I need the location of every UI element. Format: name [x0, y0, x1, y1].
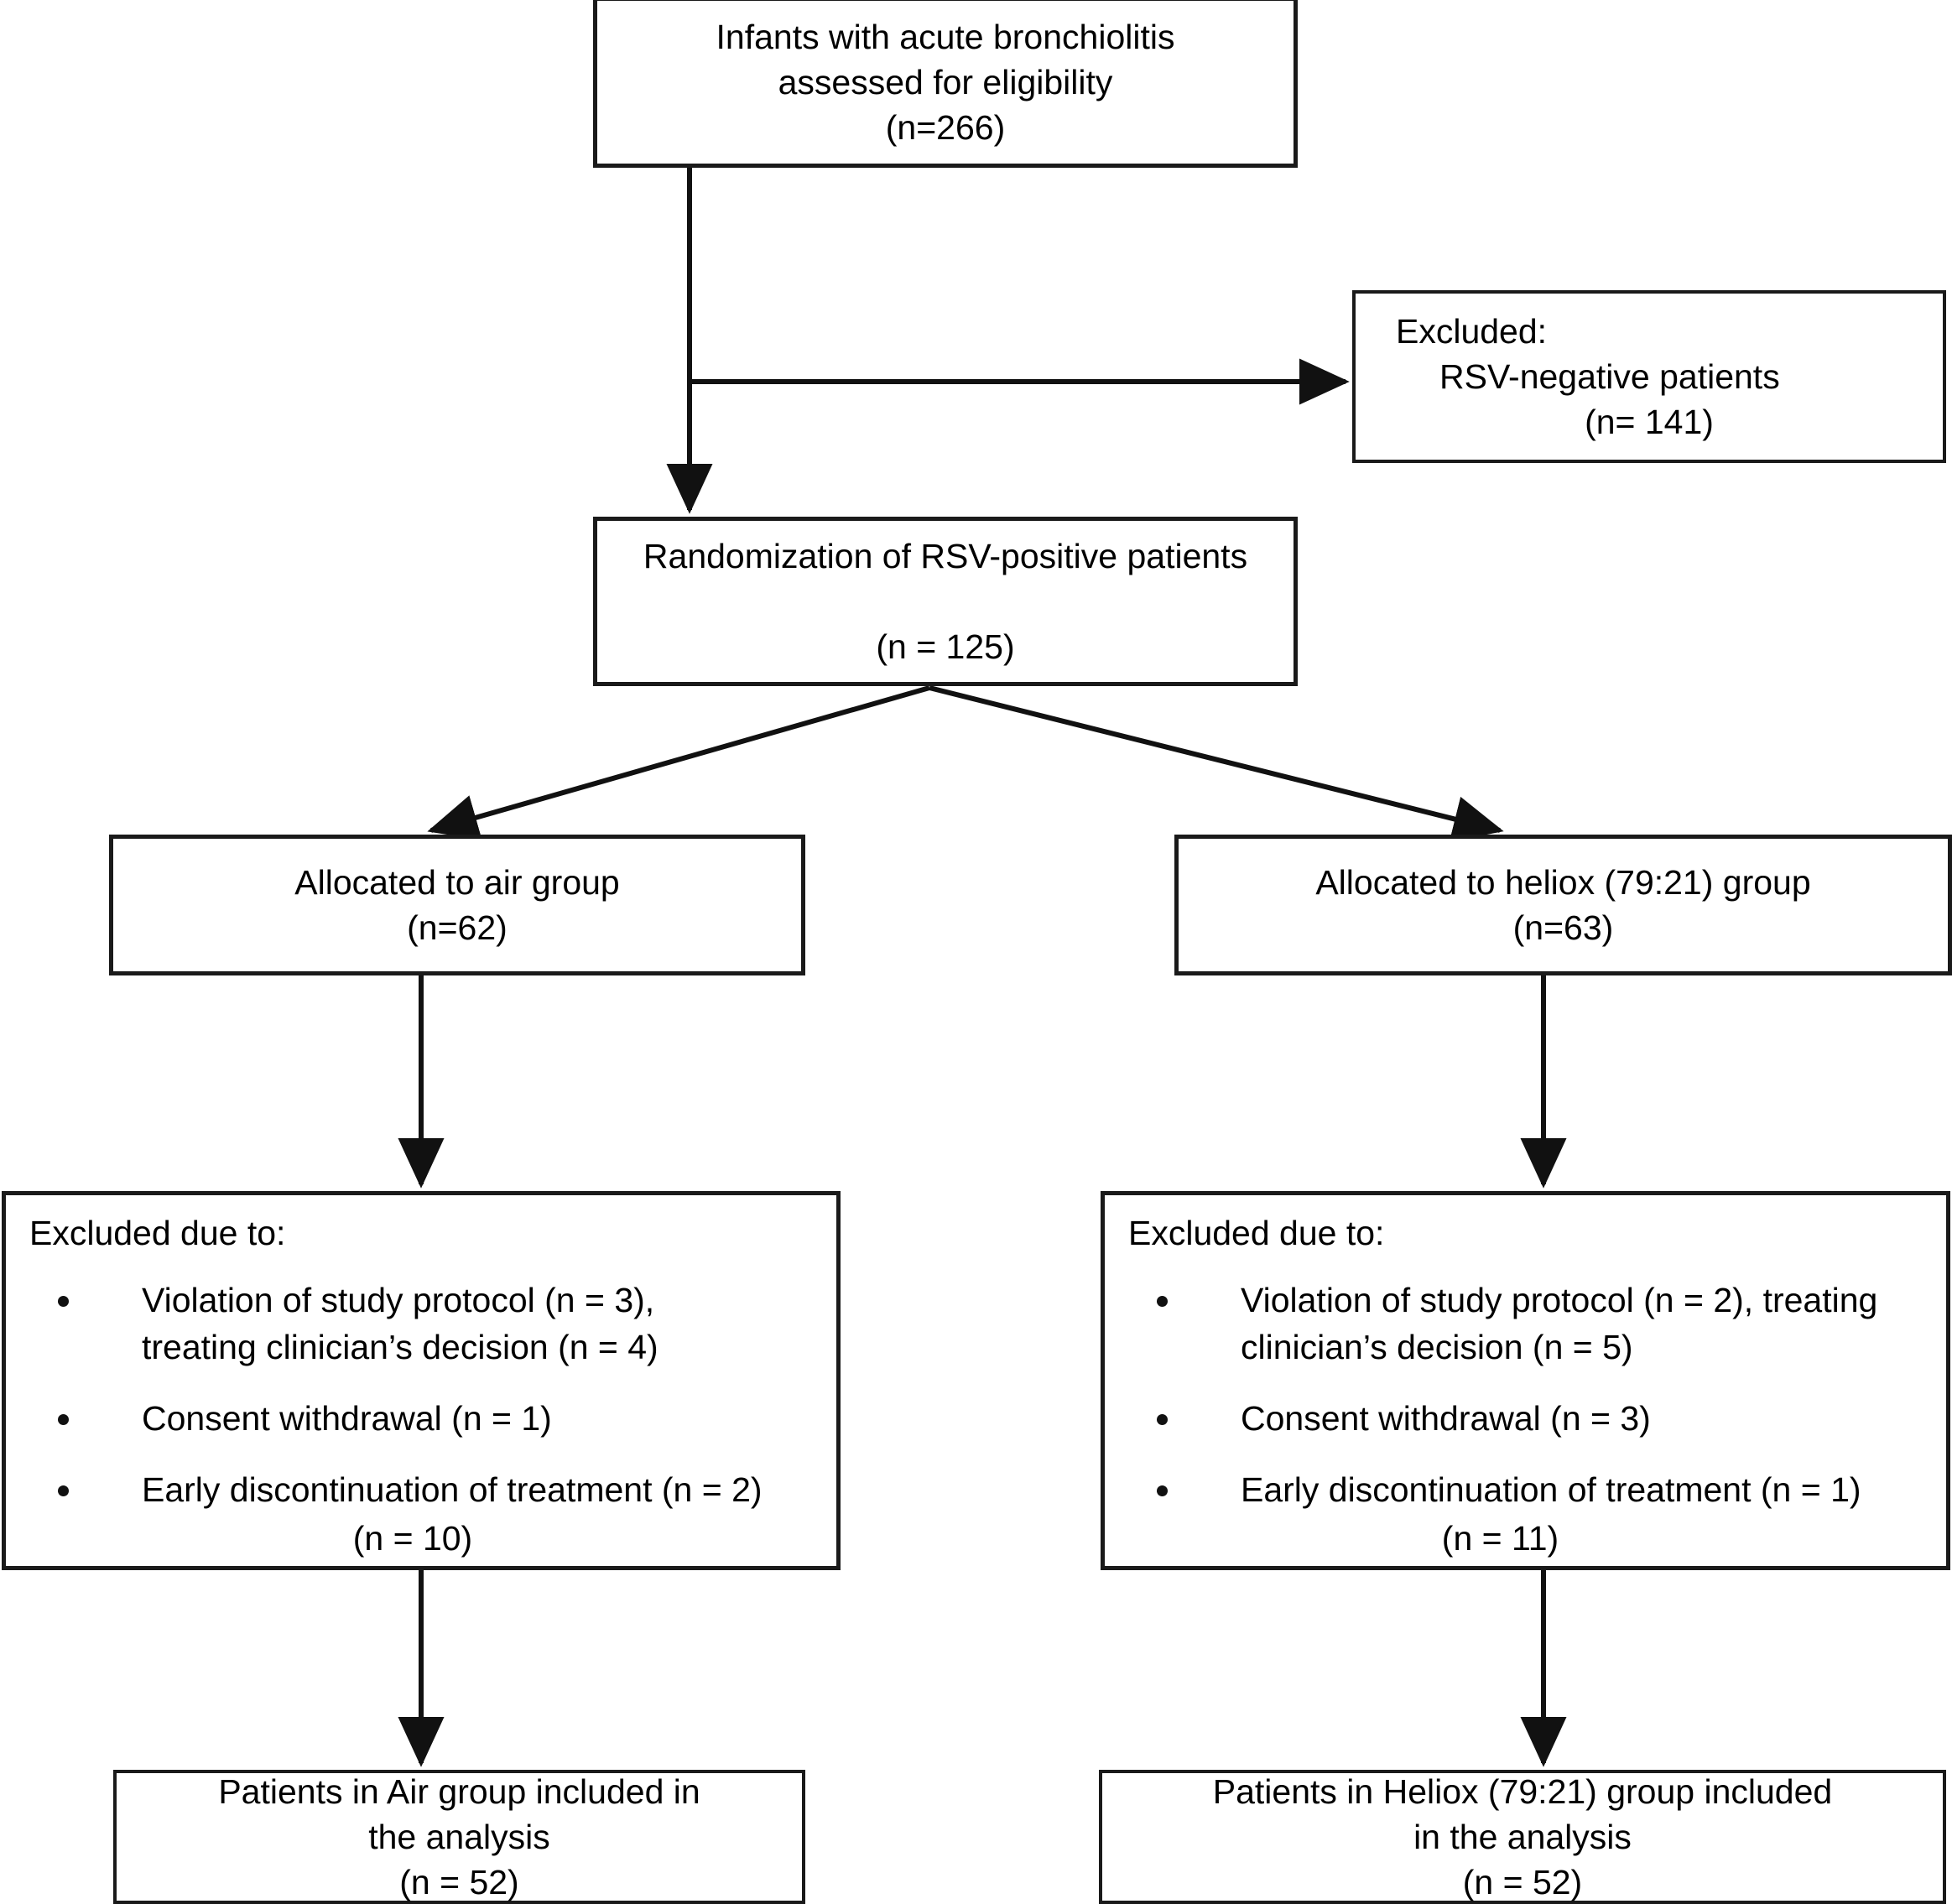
analysis-heliox-line-1: Patients in Heliox (79:21) group include…	[1212, 1771, 1833, 1811]
list-item: Violation of study protocol (n = 3), tre…	[29, 1277, 813, 1371]
bullet-dot-icon	[1157, 1296, 1168, 1308]
list-item: Early discontinuation of treatment (n = …	[1128, 1467, 1923, 1513]
edge-randomization-to-air	[427, 685, 930, 840]
screened-line-2: assessed for eligibility	[778, 62, 1113, 101]
analysis-heliox-line-2: in the analysis	[1413, 1817, 1632, 1856]
excluded-rsv-count: (n= 141)	[1585, 403, 1714, 442]
list-item: Early discontinuation of treatment (n = …	[29, 1467, 813, 1513]
bullet-dot-icon	[1157, 1485, 1168, 1497]
excluded-rsv-reason: RSV-negative patients	[1439, 356, 1780, 396]
excluded-air-box: Excluded due to: Violation of study prot…	[2, 1191, 841, 1570]
allocated-air-box: Allocated to air group (n=62)	[109, 835, 805, 975]
screened-box: Infants with acute bronchiolitis assesse…	[593, 0, 1298, 168]
allocated-heliox-count: (n=63)	[1512, 908, 1614, 947]
list-item: Consent withdrawal (n = 1)	[29, 1396, 813, 1442]
excluded-heliox-box: Excluded due to: Violation of study prot…	[1101, 1191, 1950, 1570]
list-item: Consent withdrawal (n = 3)	[1128, 1396, 1923, 1442]
randomization-count: (n = 125)	[876, 627, 1015, 667]
analysis-air-line-2: the analysis	[368, 1817, 550, 1856]
randomization-title: Randomization of RSV-positive patients	[643, 536, 1248, 575]
excluded-heliox-reason-2: Consent withdrawal (n = 3)	[1241, 1398, 1651, 1438]
analysis-air-count: (n = 52)	[399, 1863, 519, 1902]
bullet-dot-icon	[1157, 1413, 1168, 1425]
analysis-heliox-box: Patients in Heliox (79:21) group include…	[1099, 1770, 1946, 1904]
excluded-heliox-reason-3: Early discontinuation of treatment (n = …	[1241, 1470, 1861, 1510]
excluded-air-reason-3: Early discontinuation of treatment (n = …	[142, 1470, 763, 1510]
analysis-air-box: Patients in Air group included in the an…	[113, 1770, 805, 1904]
randomization-box: Randomization of RSV-positive patients (…	[593, 517, 1298, 686]
allocated-air-count: (n=62)	[407, 908, 508, 947]
excluded-rsv-header: Excluded:	[1396, 311, 1548, 351]
excluded-air-total: (n = 10)	[352, 1518, 473, 1558]
allocated-heliox-title: Allocated to heliox (79:21) group	[1315, 862, 1811, 902]
list-item: Violation of study protocol (n = 2), tre…	[1128, 1277, 1923, 1371]
excluded-rsv-box: Excluded: RSV-negative patients (n= 141)	[1352, 290, 1946, 463]
analysis-heliox-count: (n = 52)	[1462, 1863, 1583, 1902]
excluded-air-reason-2: Consent withdrawal (n = 1)	[142, 1398, 552, 1438]
excluded-air-header: Excluded due to:	[29, 1214, 286, 1252]
bullet-dot-icon	[58, 1296, 69, 1308]
screened-line-1: Infants with acute bronchiolitis	[716, 17, 1175, 56]
excluded-heliox-header: Excluded due to:	[1128, 1214, 1385, 1252]
bullet-dot-icon	[58, 1413, 69, 1425]
edge-randomization-to-heliox	[929, 685, 1504, 842]
excluded-air-reason-1: Violation of study protocol (n = 3), tre…	[142, 1281, 658, 1366]
excluded-heliox-total: (n = 11)	[1441, 1518, 1559, 1558]
allocated-heliox-box: Allocated to heliox (79:21) group (n=63)	[1174, 835, 1952, 975]
bullet-dot-icon	[58, 1485, 69, 1497]
excluded-air-reason-list: Violation of study protocol (n = 3), tre…	[29, 1277, 813, 1513]
allocated-air-title: Allocated to air group	[294, 862, 620, 902]
analysis-air-line-1: Patients in Air group included in	[218, 1771, 700, 1811]
excluded-heliox-reason-list: Violation of study protocol (n = 2), tre…	[1128, 1277, 1923, 1513]
excluded-heliox-reason-1: Violation of study protocol (n = 2), tre…	[1241, 1281, 1878, 1366]
screened-count: (n=266)	[885, 108, 1006, 148]
